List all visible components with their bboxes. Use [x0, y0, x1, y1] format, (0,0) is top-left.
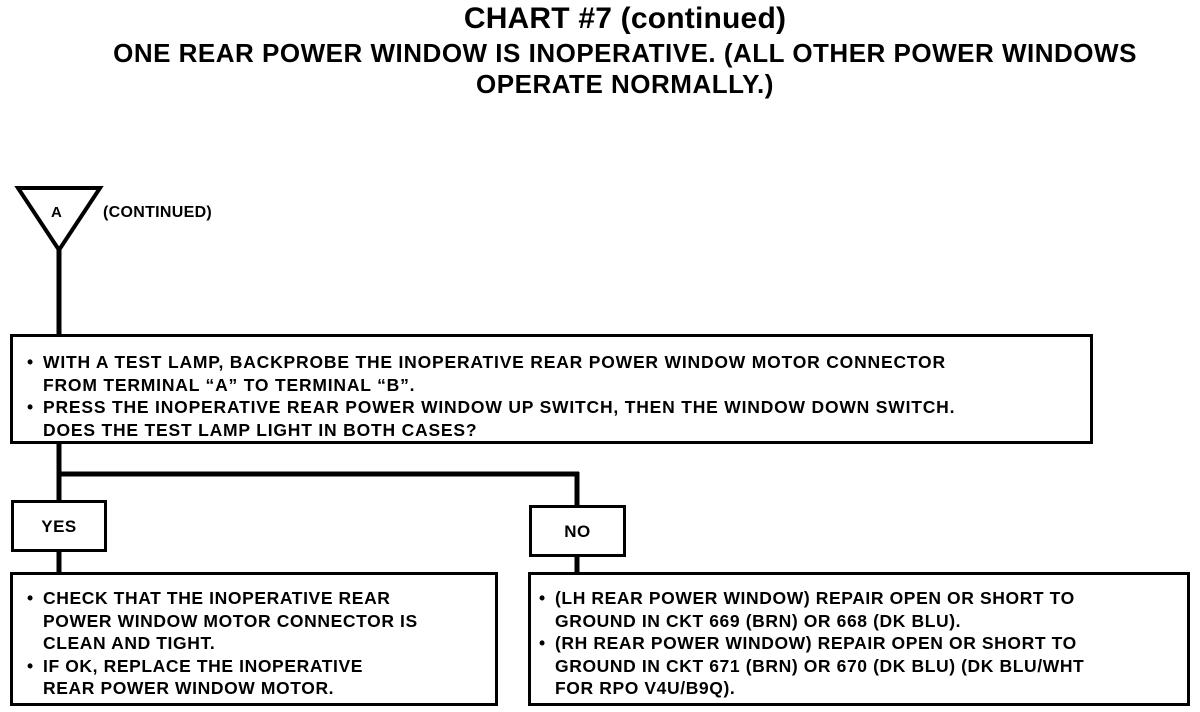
connector-label: A: [51, 204, 62, 221]
yes-box: YES: [11, 500, 107, 552]
connector-triangle: [14, 186, 104, 254]
no-box: NO: [529, 505, 626, 557]
yes-result-steps: CHECK THAT THE INOPERATIVE REAR POWER WI…: [27, 587, 495, 700]
yes-result-box: CHECK THAT THE INOPERATIVE REAR POWER WI…: [10, 572, 498, 706]
question-step: WITH A TEST LAMP, BACKPROBE THE INOPERAT…: [27, 351, 1090, 396]
yes-result-step: IF OK, REPLACE THE INOPERATIVE REAR POWE…: [27, 655, 495, 700]
connector-note: (CONTINUED): [103, 204, 213, 221]
yes-result-step: CHECK THAT THE INOPERATIVE REAR POWER WI…: [27, 587, 495, 655]
chart-subtitle: ONE REAR POWER WINDOW IS INOPERATIVE. (A…: [113, 38, 1137, 99]
yes-label: YES: [41, 517, 77, 536]
no-label: NO: [564, 522, 591, 541]
chart-title: CHART #7 (continued): [463, 2, 787, 35]
no-result-step: (LH REAR POWER WINDOW) REPAIR OPEN OR SH…: [539, 587, 1187, 632]
question-steps: WITH A TEST LAMP, BACKPROBE THE INOPERAT…: [27, 351, 1090, 441]
no-result-step: (RH REAR POWER WINDOW) REPAIR OPEN OR SH…: [539, 632, 1187, 700]
question-box: WITH A TEST LAMP, BACKPROBE THE INOPERAT…: [10, 334, 1093, 444]
question-step: PRESS THE INOPERATIVE REAR POWER WINDOW …: [27, 396, 1090, 441]
no-result-steps: (LH REAR POWER WINDOW) REPAIR OPEN OR SH…: [539, 587, 1187, 700]
no-result-box: (LH REAR POWER WINDOW) REPAIR OPEN OR SH…: [528, 572, 1190, 706]
